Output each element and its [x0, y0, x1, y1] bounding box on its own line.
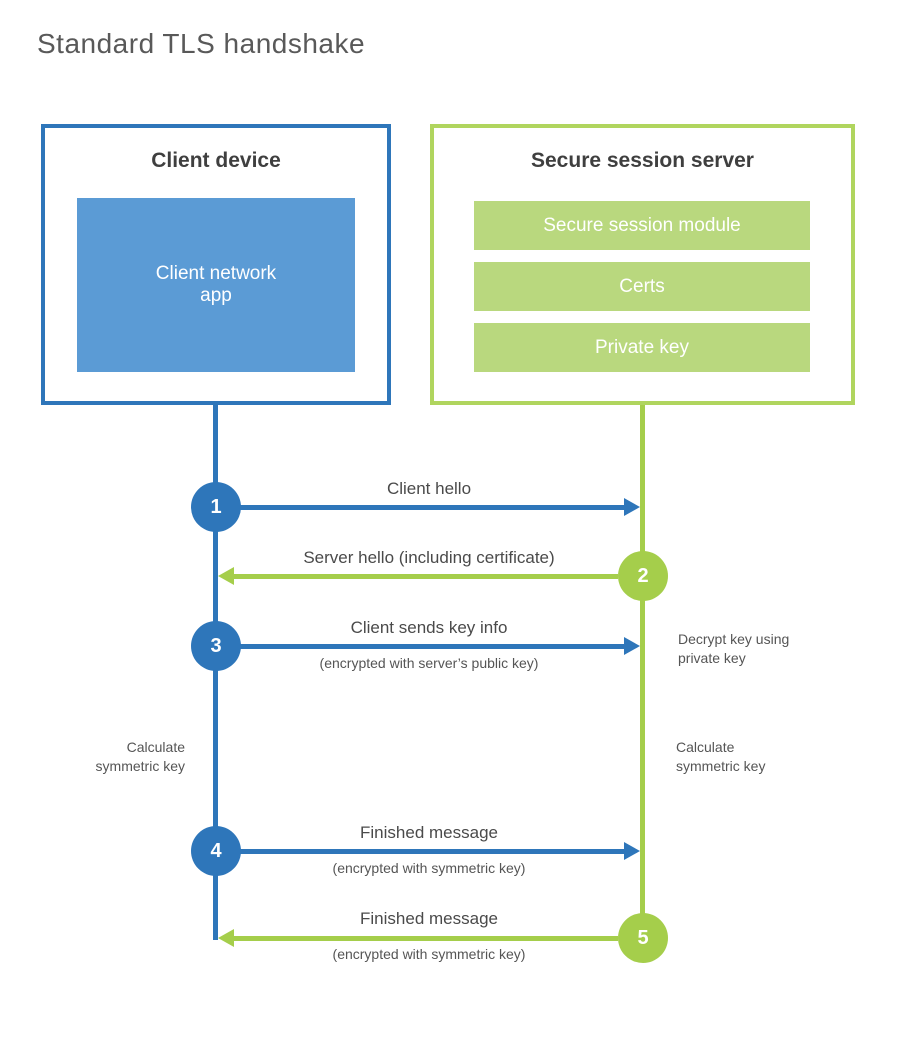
client-device-title: Client device	[151, 149, 281, 172]
message-sublabel-finished-server: (encrypted with symmetric key)	[332, 946, 526, 962]
server-module-secure-session: Secure session module	[474, 201, 810, 250]
secure-session-server-title: Secure session server	[531, 149, 754, 172]
client-network-app-box: Client network app	[77, 198, 355, 372]
message-sublabel-key-info: (encrypted with server’s public key)	[319, 655, 539, 671]
step-circle-5: 5	[618, 913, 668, 963]
arrow-key-info	[240, 644, 624, 649]
client-lifeline	[213, 405, 218, 940]
arrow-client-hello	[240, 505, 624, 510]
message-label-server-hello: Server hello (including certificate)	[303, 548, 555, 567]
message-label-key-info: Client sends key info	[350, 618, 508, 637]
note-calculate-symmetric-client: Calculate symmetric key	[95, 739, 185, 774]
arrowhead-right-icon	[624, 842, 640, 860]
message-label-finished-server: Finished message	[360, 909, 498, 928]
arrowhead-left-icon	[218, 567, 234, 585]
server-lifeline	[640, 405, 645, 938]
message-sublabel-finished-client: (encrypted with symmetric key)	[332, 860, 526, 876]
page-title: Standard TLS handshake	[37, 28, 366, 59]
arrow-finished-client	[240, 849, 624, 854]
step-circle-2: 2	[618, 551, 668, 601]
arrow-server-hello	[234, 574, 618, 579]
step-circle-3: 3	[191, 621, 241, 671]
arrowhead-left-icon	[218, 929, 234, 947]
server-module-private-key: Private key	[474, 323, 810, 372]
arrow-finished-server	[234, 936, 618, 941]
message-label-finished-client: Finished message	[360, 823, 498, 842]
server-module-certs: Certs	[474, 262, 810, 311]
note-calculate-symmetric-server: Calculate symmetric key	[676, 739, 766, 774]
step-circle-4: 4	[191, 826, 241, 876]
step-circle-1: 1	[191, 482, 241, 532]
arrowhead-right-icon	[624, 637, 640, 655]
message-label-client-hello: Client hello	[386, 479, 472, 498]
arrowhead-right-icon	[624, 498, 640, 516]
note-decrypt-key: Decrypt key using private key	[678, 631, 790, 666]
